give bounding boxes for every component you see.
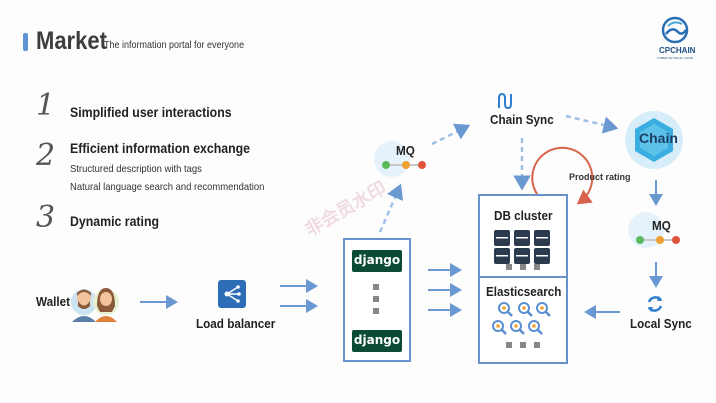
feature-title-3: Dynamic rating	[70, 213, 160, 229]
chain-label: Chain	[639, 130, 678, 146]
mq-dot-red	[418, 161, 426, 169]
mq-dot-green	[636, 236, 644, 244]
mq-top-label: MQ	[396, 143, 415, 158]
mq-right-label: MQ	[652, 218, 671, 233]
ellipsis-dot	[373, 308, 379, 314]
product-rating-label: Product rating	[569, 172, 631, 182]
mq-dot-green	[382, 161, 390, 169]
product-rating-arrow	[531, 146, 594, 207]
arrow-django-to-mq	[378, 183, 404, 233]
title-accent-bar	[23, 33, 28, 51]
local-sync-label: Local Sync	[630, 316, 692, 331]
arrow-mq-to-chainsync	[431, 123, 471, 146]
page-subtitle: The information portal for everyone	[104, 40, 245, 51]
ellipsis-dot	[520, 264, 526, 270]
db-ellipsis	[506, 264, 546, 270]
django-server-bottom: django	[352, 330, 402, 352]
sync-stream-icon	[498, 92, 512, 110]
logo-tagline: CYBER PHYSICAL CHAIN	[657, 56, 694, 60]
arrow-chainsync-to-chain	[565, 114, 619, 134]
feature-detail-2b: Natural language search and recommendati…	[70, 181, 265, 193]
feature-title-1: Simplified user interactions	[70, 104, 232, 120]
page-title: Market	[36, 27, 107, 55]
ellipsis-dot	[534, 342, 540, 348]
es-ellipsis	[506, 342, 546, 348]
load-balancer-label: Load balancer	[196, 316, 276, 331]
ellipsis-dot	[506, 264, 512, 270]
ellipsis-dot	[373, 284, 379, 290]
ellipsis-dot	[534, 264, 540, 270]
ellipsis-dot	[520, 342, 526, 348]
refresh-icon	[647, 296, 663, 312]
load-balancer-icon	[218, 280, 246, 308]
db-cluster-label: DB cluster	[494, 208, 553, 223]
feature-title-2: Efficient information exchange	[70, 140, 251, 156]
chain-node: Chain	[624, 110, 684, 170]
feature-number-3: 3	[36, 200, 56, 235]
ellipsis-dot	[373, 296, 379, 302]
users-avatar-icon	[71, 288, 119, 322]
search-cluster-icon	[492, 302, 551, 335]
cpchain-emblem-icon	[661, 16, 689, 44]
feature-number-2: 2	[36, 138, 56, 173]
storage-divider	[480, 276, 566, 278]
feature-number-1: 1	[36, 88, 56, 123]
django-server-top: django	[352, 250, 402, 272]
mq-right-node: MQ	[628, 212, 688, 262]
mq-circle	[374, 141, 410, 177]
chain-sync-label: Chain Sync	[490, 112, 554, 127]
feature-detail-2a: Structured description with tags	[70, 163, 202, 175]
mq-dot-red	[672, 236, 680, 244]
django-cluster-box: django django	[343, 238, 411, 362]
database-cluster-icon	[494, 230, 550, 264]
chain-hexagon-icon	[625, 111, 683, 169]
storage-box: DB cluster Elasticsearch	[478, 194, 568, 364]
logo-name: CPCHAIN	[659, 46, 696, 55]
elasticsearch-label: Elasticsearch	[486, 284, 562, 299]
mq-top-node: MQ	[374, 141, 434, 191]
mq-dot-orange	[656, 236, 664, 244]
wallet-label: Wallet	[36, 294, 71, 309]
mq-dot-orange	[402, 161, 410, 169]
ellipsis-dot	[506, 342, 512, 348]
cpchain-logo: CPCHAIN CYBER PHYSICAL CHAIN	[650, 14, 700, 64]
